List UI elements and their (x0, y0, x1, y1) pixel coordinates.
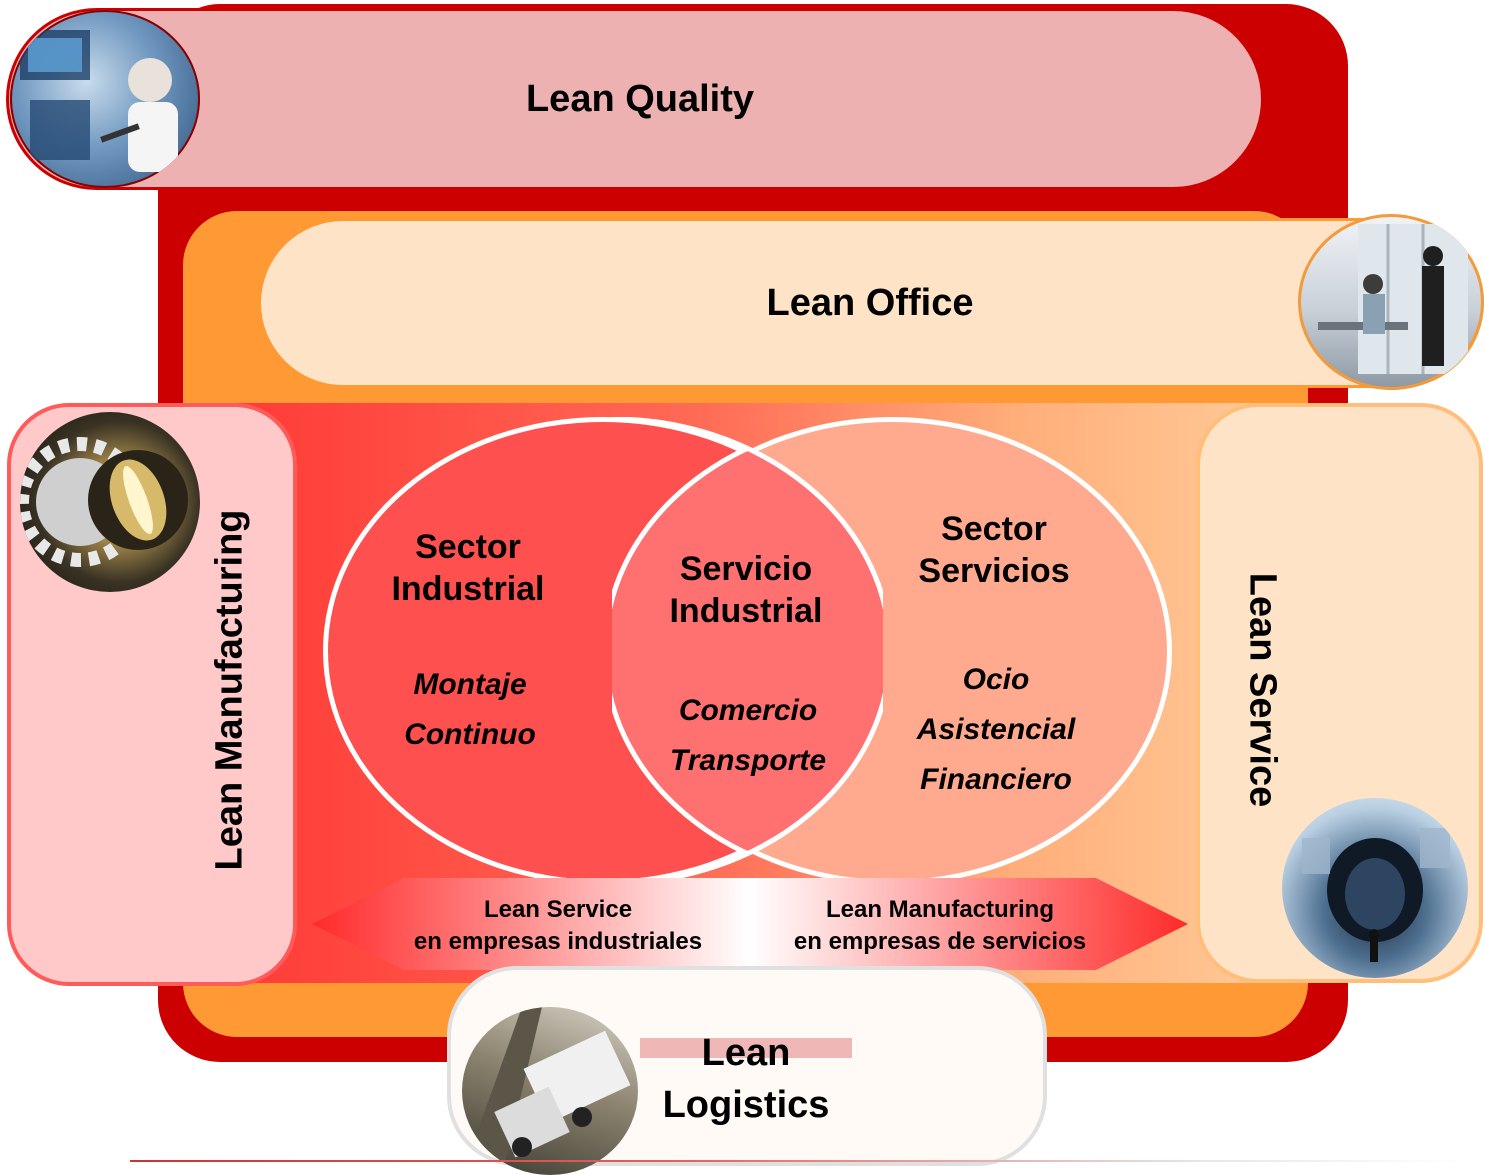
sector-servicios-title-line2: Servicios (918, 552, 1070, 590)
servicio-industrial-title-line2: Industrial (669, 592, 823, 630)
venn-item: Financiero (920, 763, 1072, 796)
arrow-right-line1: Lean Manufacturing (825, 896, 1054, 923)
lean-office-pill (258, 218, 1484, 388)
lab-technician-photo-icon (10, 10, 200, 188)
servicio-industrial-items: Comercio Transporte (638, 686, 858, 786)
sector-servicios-title: Sector Servicios (884, 508, 1104, 592)
tunnel-portal-photo-icon (1282, 798, 1468, 978)
truck-photo-icon (462, 1007, 638, 1175)
office-workers-photo-icon (1298, 214, 1484, 390)
arrow-left-line1: Lean Service (483, 896, 633, 923)
lean-quality-title: Lean Quality (525, 78, 755, 120)
venn-item: Comercio (678, 694, 818, 727)
sector-industrial-title: Sector Industrial (358, 526, 578, 610)
venn-item: Continuo (404, 718, 536, 751)
lean-logistics-title-line2: Logistics (662, 1084, 830, 1126)
arrow-right-label: Lean Manufacturing en empresas de servic… (760, 894, 1120, 958)
lean-service-title: Lean Service (1241, 572, 1284, 808)
servicio-industrial-title: Servicio Industrial (636, 548, 856, 632)
venn-item: Transporte (669, 744, 827, 777)
sector-industrial-title-line2: Industrial (391, 570, 545, 608)
arrow-right-line2: en empresas de servicios (793, 928, 1087, 955)
lean-logistics-title: Lean Logistics (612, 1027, 880, 1131)
lean-manufacturing-title: Lean Manufacturing (208, 509, 251, 871)
servicio-industrial-title-line1: Servicio (679, 550, 813, 588)
footer-divider (130, 1160, 1470, 1162)
lean-quality-pill (6, 8, 1264, 190)
arrow-left-label: Lean Service en empresas industriales (378, 894, 738, 958)
sector-industrial-title-line1: Sector (415, 528, 521, 566)
cross-sector-arrow (312, 878, 1188, 970)
lean-office-title: Lean Office (766, 282, 974, 324)
venn-item: Ocio (962, 663, 1030, 696)
arrow-left-line2: en empresas industriales (413, 928, 703, 955)
sector-servicios-title-line1: Sector (941, 510, 1047, 548)
sector-industrial-items: Montaje Continuo (360, 660, 580, 760)
servicio-industrial-overlap (612, 417, 883, 885)
lean-logistics-title-line1: Lean (701, 1032, 791, 1074)
lean-logistics-highlight (640, 1038, 852, 1058)
venn-item: Asistencial (916, 713, 1076, 746)
gear-photo-icon (20, 412, 200, 592)
sector-servicios-items: Ocio Asistencial Financiero (886, 655, 1106, 805)
venn-item: Montaje (413, 668, 527, 701)
